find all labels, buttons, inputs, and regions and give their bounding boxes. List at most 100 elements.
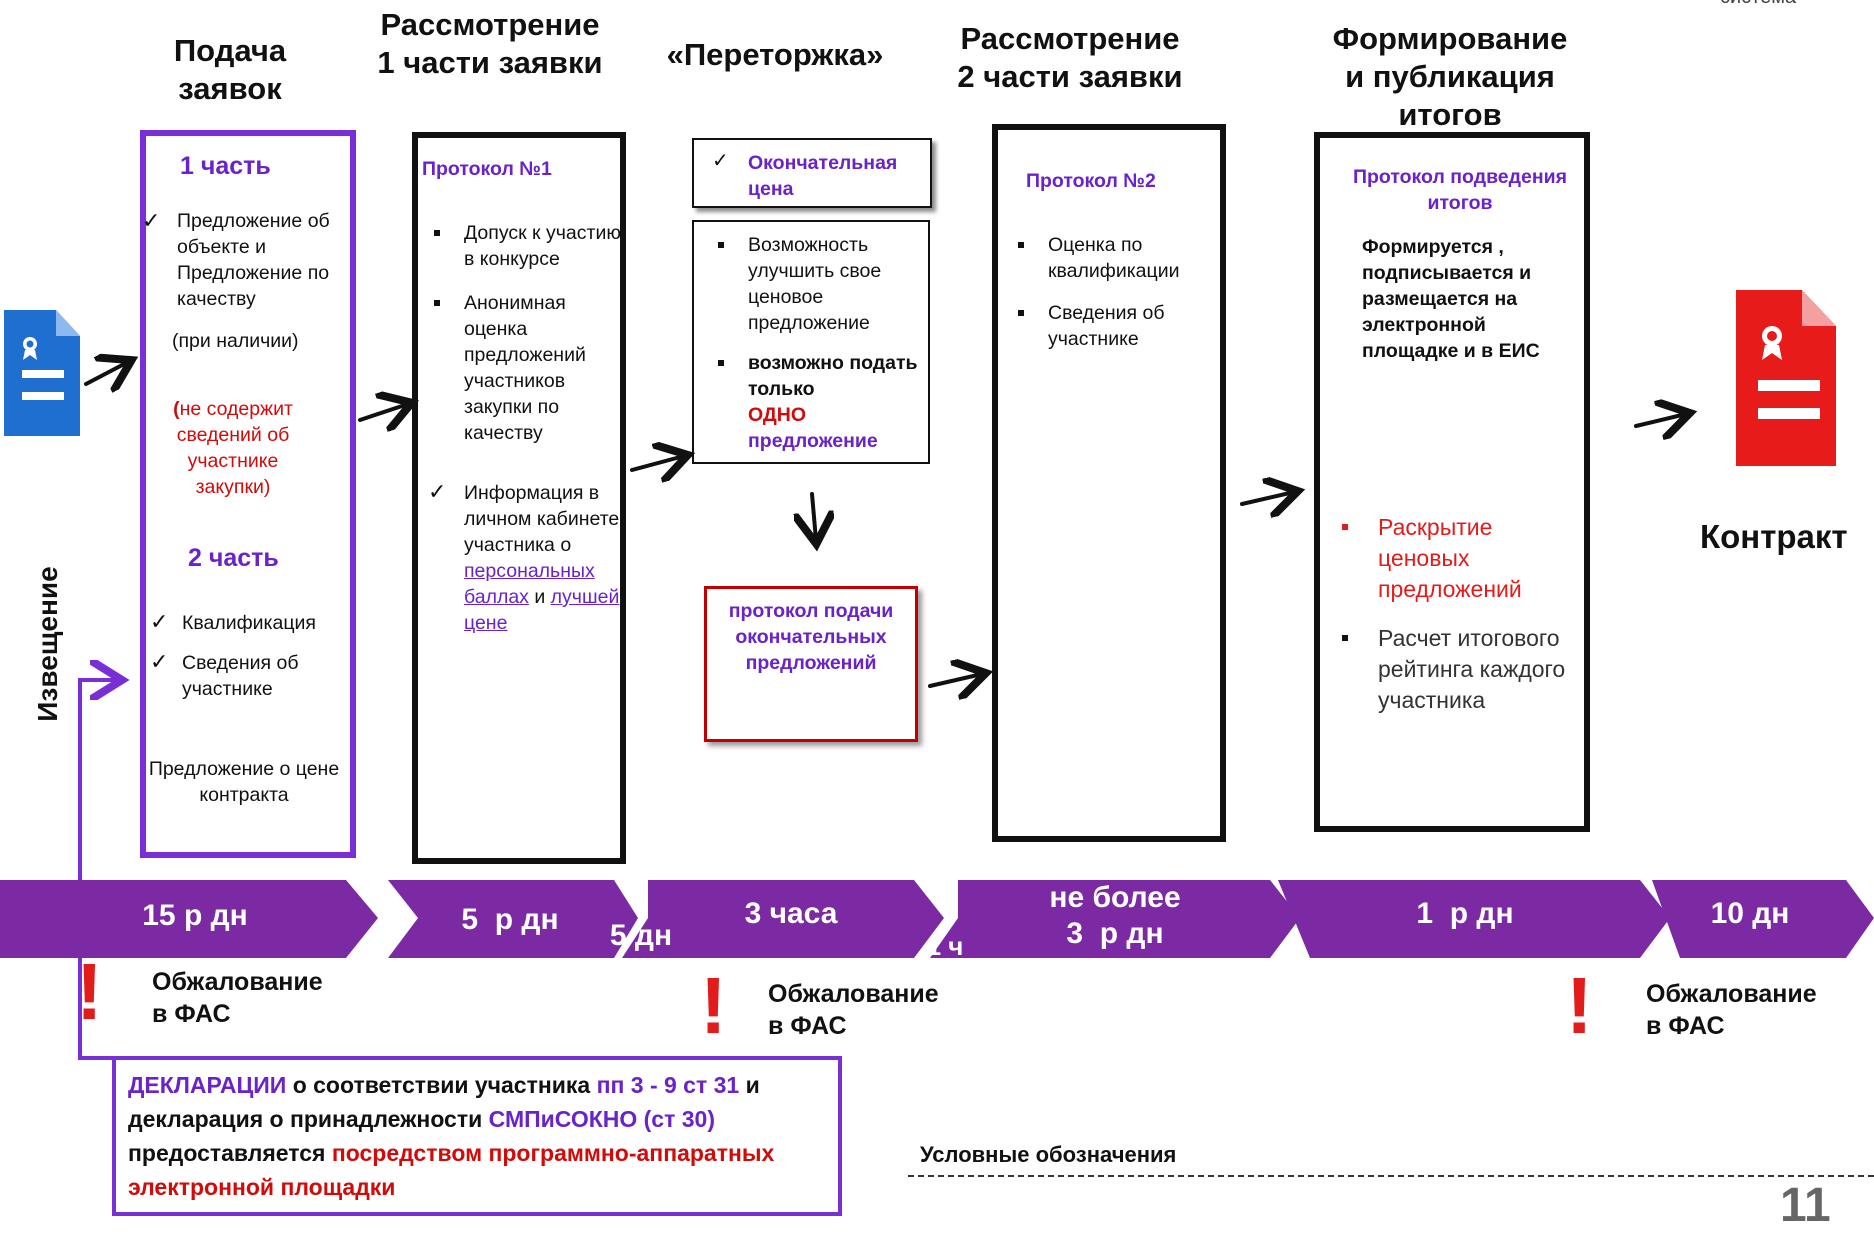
box2-item2: Анонимная оценка предложений участников …	[422, 290, 622, 446]
protocol1-title: Протокол №1	[422, 158, 552, 180]
timeline-seg2: 5 р дн	[461, 903, 559, 936]
box5-item2: Расчет итогового рейтинга каждого участн…	[1330, 623, 1580, 716]
appeal-text-2: Обжалование в ФАС	[768, 980, 939, 1040]
check-icon: ✓	[712, 150, 729, 172]
box2-item2-text: Анонимная оценка предложений участников …	[464, 292, 586, 444]
header-review-part1: Рассмотрение 1 части заявки	[377, 7, 603, 80]
box1-item1-note: (при наличии)	[172, 330, 299, 352]
box1-item1-text: Предложение об объекте и Предложение по …	[177, 210, 330, 310]
final-price-text: Окончательная цена	[748, 152, 898, 200]
check-icon: ✓	[150, 649, 169, 674]
box1-item2: ✓ Квалификация	[148, 609, 348, 636]
box3-item2: возможно подать только ОДНО предложение	[706, 350, 922, 454]
appeal-mark-2: !	[700, 961, 727, 1050]
declaration-p7: посредством программно-аппаратных электр…	[128, 1140, 775, 1200]
box-review-part2	[992, 124, 1226, 842]
box2-item3-and: и	[534, 586, 546, 608]
appeal-text-1: Обжалование в ФАС	[152, 968, 323, 1028]
declaration-text: ДЕКЛАРАЦИИ о соответствии участника пп 3…	[128, 1068, 828, 1204]
best-price-link[interactable]: лучшей цене	[464, 586, 620, 634]
box3-item2-a: возможно подать только	[748, 352, 918, 400]
header-submission: Подача заявок	[173, 33, 287, 106]
appeal-mark-1: !	[76, 947, 103, 1036]
results-protocol-title: Протокол подведения итогов	[1352, 166, 1568, 214]
box3-item1: Возможность улучшить свое ценовое предло…	[706, 232, 922, 336]
box5-list: Раскрытие ценовых предложений Расчет ито…	[1330, 512, 1580, 716]
declaration-p5: СМПиСОКНО (ст 30)	[488, 1106, 715, 1132]
personal-scores-link[interactable]: персональных баллах	[464, 560, 595, 608]
box1-note: (не содержит сведений об участнике закуп…	[158, 396, 308, 500]
timeline-seg1: 15 р дн	[142, 899, 248, 932]
bullet-icon	[1342, 524, 1348, 530]
legend-title: Условные обозначения	[920, 1142, 1177, 1167]
declaration-p6: предоставляется	[128, 1140, 332, 1166]
bullet-icon	[718, 242, 724, 248]
box1-item3: ✓ Сведения об участнике	[148, 649, 328, 702]
declaration-p3: пп 3 - 9 ст 31	[596, 1072, 740, 1098]
box-submission	[140, 130, 356, 858]
box1-note-text: не содержит сведений об участнике закупк…	[176, 398, 293, 498]
flow-arrows	[78, 0, 1874, 1177]
final-bids-protocol: протокол подачи окончательных предложени…	[728, 600, 894, 674]
box2-list: Допуск к участию в конкурсе Анонимная оц…	[422, 220, 622, 636]
timeline-bar	[0, 880, 1874, 958]
part1-label: 1 часть	[180, 152, 271, 180]
timeline-seg4: не более 3 р дн	[1049, 881, 1181, 950]
bullet-icon	[1018, 242, 1024, 248]
box4-item2: Сведения об участнике	[1006, 300, 1220, 352]
box4-item1: Оценка по квалификации	[1006, 232, 1220, 284]
check-icon: ✓	[428, 479, 447, 504]
page-number: 11	[1780, 1179, 1831, 1232]
box1-item1: ✓ Предложение об объекте и Предложение п…	[142, 208, 332, 312]
rebid-box	[692, 220, 930, 464]
box5-item1-text: Раскрытие ценовых предложений	[1378, 514, 1522, 602]
header-review-part2: Рассмотрение 2 части заявки	[957, 21, 1183, 94]
arrow-1	[84, 362, 128, 384]
arrow-6	[1634, 414, 1686, 426]
box2-item3: ✓ Информация в личном кабинете участника…	[422, 479, 622, 636]
bullet-icon	[434, 300, 440, 306]
box1-item3-text: Сведения об участнике	[182, 652, 299, 700]
box3-item2-b: ОДНО	[748, 404, 807, 426]
bullet-icon	[1018, 310, 1024, 316]
timeline-seg3: 3 часа	[744, 897, 838, 930]
contract-document-icon	[1736, 290, 1836, 466]
appeal-mark-3: !	[1566, 961, 1593, 1050]
box2-item1: Допуск к участию в конкурсе	[422, 220, 622, 272]
timeline-seg6: 10 дн	[1710, 897, 1790, 930]
bullet-icon	[434, 230, 440, 236]
timeline-seg5: 1 р дн	[1416, 897, 1514, 930]
box4-item1-text: Оценка по квалификации	[1048, 234, 1180, 282]
declaration-p1: ДЕКЛАРАЦИИ	[128, 1072, 287, 1098]
check-icon: ✓	[142, 208, 161, 233]
declaration-p2: о соответствии участника	[286, 1072, 597, 1098]
box1-item2-text: Квалификация	[182, 612, 316, 634]
final-price-box	[692, 138, 932, 208]
contract-label: Контракт	[1700, 518, 1848, 555]
box3-item1-text: Возможность улучшить свое ценовое предло…	[748, 234, 882, 334]
check-icon: ✓	[150, 609, 169, 634]
timeline-seg3b: 1 ч	[926, 931, 964, 961]
bullet-icon	[718, 360, 724, 366]
header-results: Формирование и публикация итогов	[1332, 21, 1568, 132]
box5-item1: Раскрытие ценовых предложений	[1330, 512, 1580, 605]
corner-text: система	[1720, 0, 1796, 9]
box2-item1-text: Допуск к участию в конкурсе	[464, 222, 621, 270]
box4-list: Оценка по квалификации Сведения об участ…	[1006, 232, 1220, 352]
part2-label: 2 часть	[188, 544, 279, 572]
timeline-seg2b: 5 дн	[609, 919, 673, 952]
arrow-down	[812, 492, 816, 540]
box1-price: Предложение о цене контракта	[148, 758, 340, 806]
final-bids-protocol-box	[704, 586, 918, 742]
box3-list: Возможность улучшить свое ценовое предло…	[706, 232, 922, 454]
protocol2-title: Протокол №2	[1026, 170, 1156, 192]
box2-item3-text: Информация в личном кабинете участника о	[464, 482, 620, 556]
box3-item2-c: предложение	[748, 430, 878, 452]
appeal-text-3: Обжалование в ФАС	[1646, 980, 1817, 1040]
box-results	[1314, 132, 1590, 832]
box5-item2-text: Расчет итогового рейтинга каждого участн…	[1378, 625, 1566, 713]
final-price: ✓ Окончательная цена	[712, 150, 926, 202]
arrow-4	[928, 674, 982, 686]
arrow-2	[358, 404, 408, 420]
declaration-connector	[78, 680, 118, 1060]
